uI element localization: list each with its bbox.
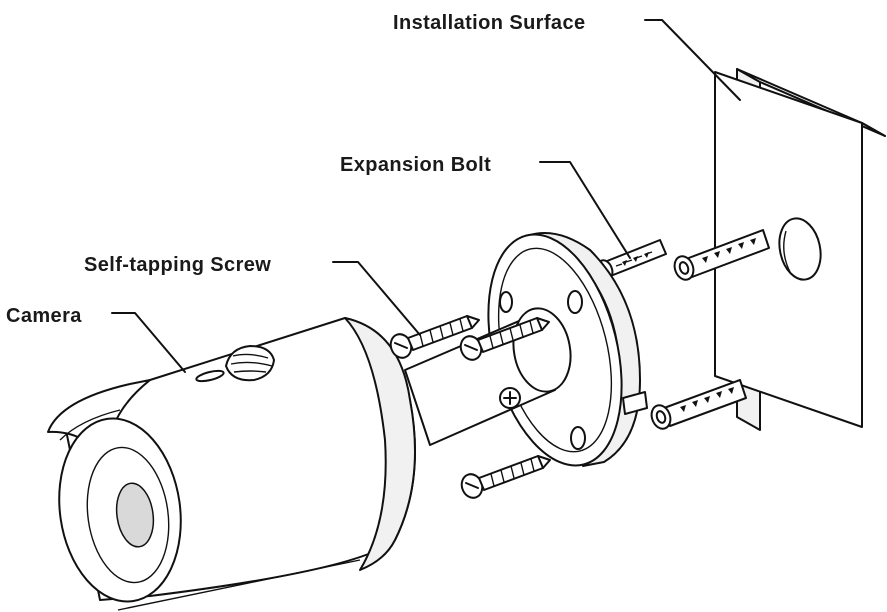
- expansion-bolt-label: Expansion Bolt: [340, 154, 491, 176]
- expansion-bolt-leader: [539, 161, 631, 259]
- self-tapping-screw-leader: [332, 261, 421, 336]
- installation-surface-label: Installation Surface: [393, 12, 586, 34]
- camera-label: Camera: [6, 305, 82, 327]
- self-tapping-screw-1: [389, 315, 480, 359]
- self-tapping-screw-label: Self-tapping Screw: [84, 254, 271, 276]
- expansion-bolt-2: [673, 229, 770, 281]
- self-tapping-screw-3: [460, 455, 551, 499]
- installation-surface: [714, 68, 886, 431]
- camera-body: [47, 307, 572, 611]
- self-tapping-screw-2: [459, 317, 550, 361]
- installation-surface-leader: [644, 19, 741, 101]
- camera-leader: [111, 312, 186, 373]
- expansion-bolt-3: [650, 379, 747, 430]
